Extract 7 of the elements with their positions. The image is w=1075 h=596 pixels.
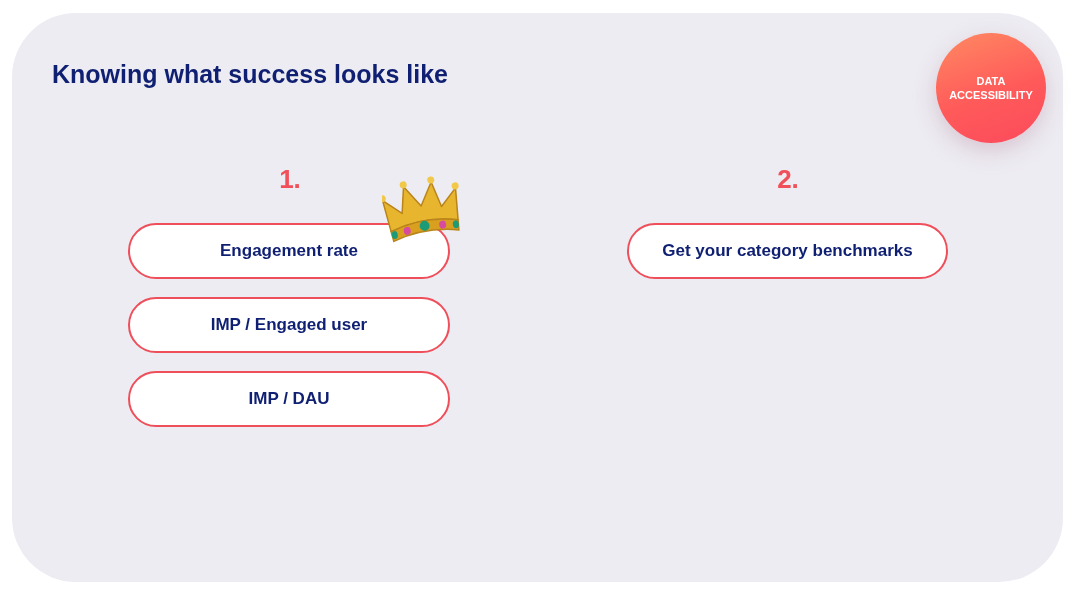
step-pill: Get your category benchmarks — [627, 223, 948, 279]
step-number: 1. — [279, 164, 301, 195]
metric-pill: Engagement rate — [128, 223, 450, 279]
metric-pill: IMP / DAU — [128, 371, 450, 427]
step-number: 2. — [777, 164, 799, 195]
metric-pill: IMP / Engaged user — [128, 297, 450, 353]
slide-title: Knowing what success looks like — [52, 60, 448, 89]
